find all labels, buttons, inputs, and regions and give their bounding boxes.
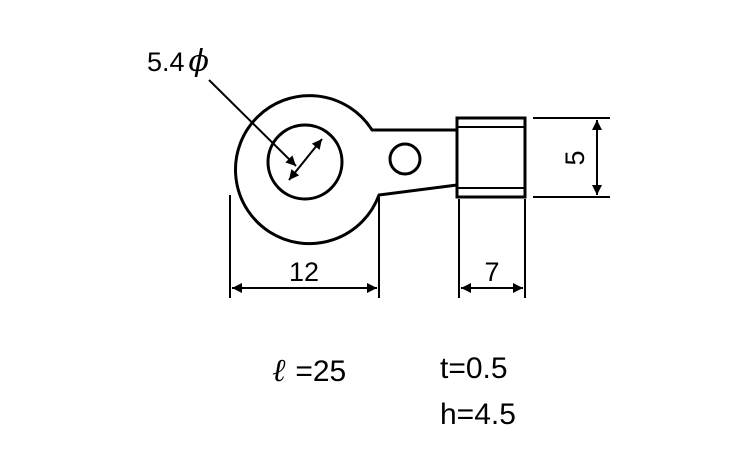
length-value: =25 [295,355,347,388]
neck-hole [388,142,422,176]
ring-hole [266,123,344,201]
length-spec: ℓ =25 [272,352,346,389]
height-spec: h=4.5 [440,398,516,431]
tab-height-label: 5 [560,150,590,165]
ell-symbol: ℓ [272,352,286,388]
thickness-spec: t=0.5 [440,352,508,385]
diameter-leader [208,79,297,167]
phi-symbol: ϕ [189,44,209,79]
tab-length-label: 7 [484,257,499,287]
crimp-barrel [455,116,527,199]
terminal-outline [233,94,459,246]
diameter-dimension-line [288,138,323,181]
ring-width-label: 12 [289,257,319,287]
